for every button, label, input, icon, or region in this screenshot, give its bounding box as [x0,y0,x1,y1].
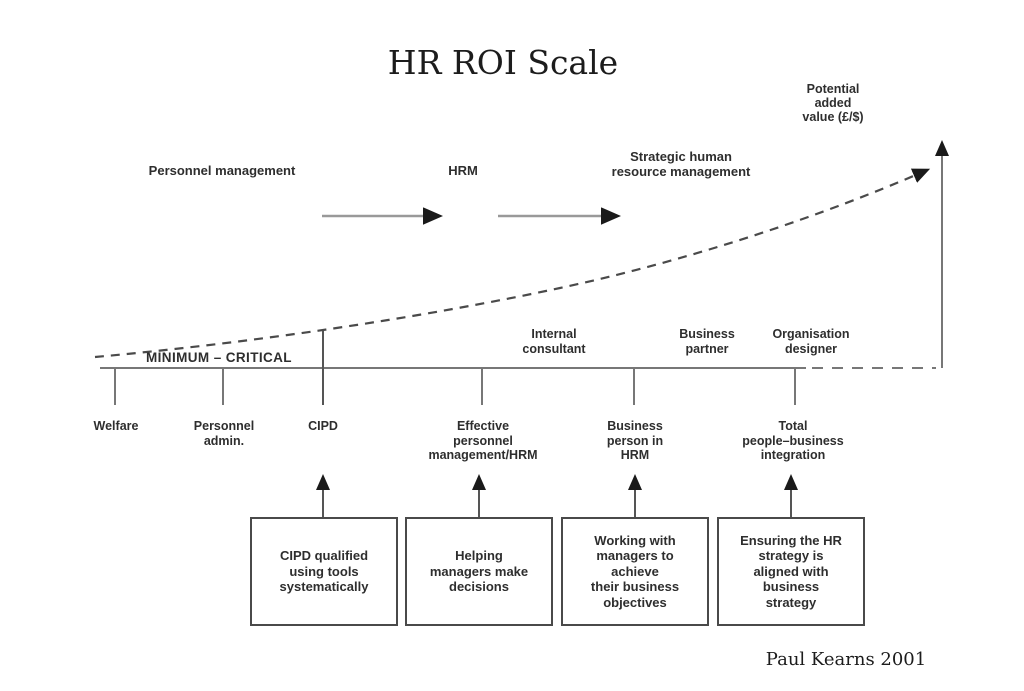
phase-label-personnel-management: Personnel management [148,163,296,178]
stage-label-cipd: CIPD [308,419,338,433]
note-box-working-with-managers: Working with managers to achieve their b… [561,517,709,626]
stage-label-effective-pm-hrm: Effective personnel management/HRM [428,419,538,462]
note-box-helping-managers: Helping managers make decisions [405,517,553,626]
stage-label-business-person-hrm: Business person in HRM [606,419,664,462]
minimum-critical-zone-label: MINIMUM – CRITICAL [146,350,292,365]
role-label-business-partner: Business partner [679,327,735,356]
note-box-cipd-qualified: CIPD qualified using tools systematicall… [250,517,398,626]
stage-label-total-integration: Total people–business integration [742,419,844,462]
role-label-organisation-designer: Organisation designer [772,327,850,356]
roi-curve [94,168,931,359]
page-title: HR ROI Scale [387,43,619,82]
value-axis-label: Potential added value (£/$) [802,82,864,124]
note-box-ensuring-hr-strategy: Ensuring the HR strategy is aligned with… [717,517,865,626]
stage-label-personnel-admin: Personnel admin. [193,419,255,448]
phase-label-strategic-hrm: Strategic human resource management [611,149,751,179]
stage-label-welfare: Welfare [93,419,139,433]
attribution-text: Paul Kearns 2001 [765,649,927,670]
phase-label-hrm: HRM [448,163,478,178]
role-label-internal-consultant: Internal consultant [522,327,586,356]
